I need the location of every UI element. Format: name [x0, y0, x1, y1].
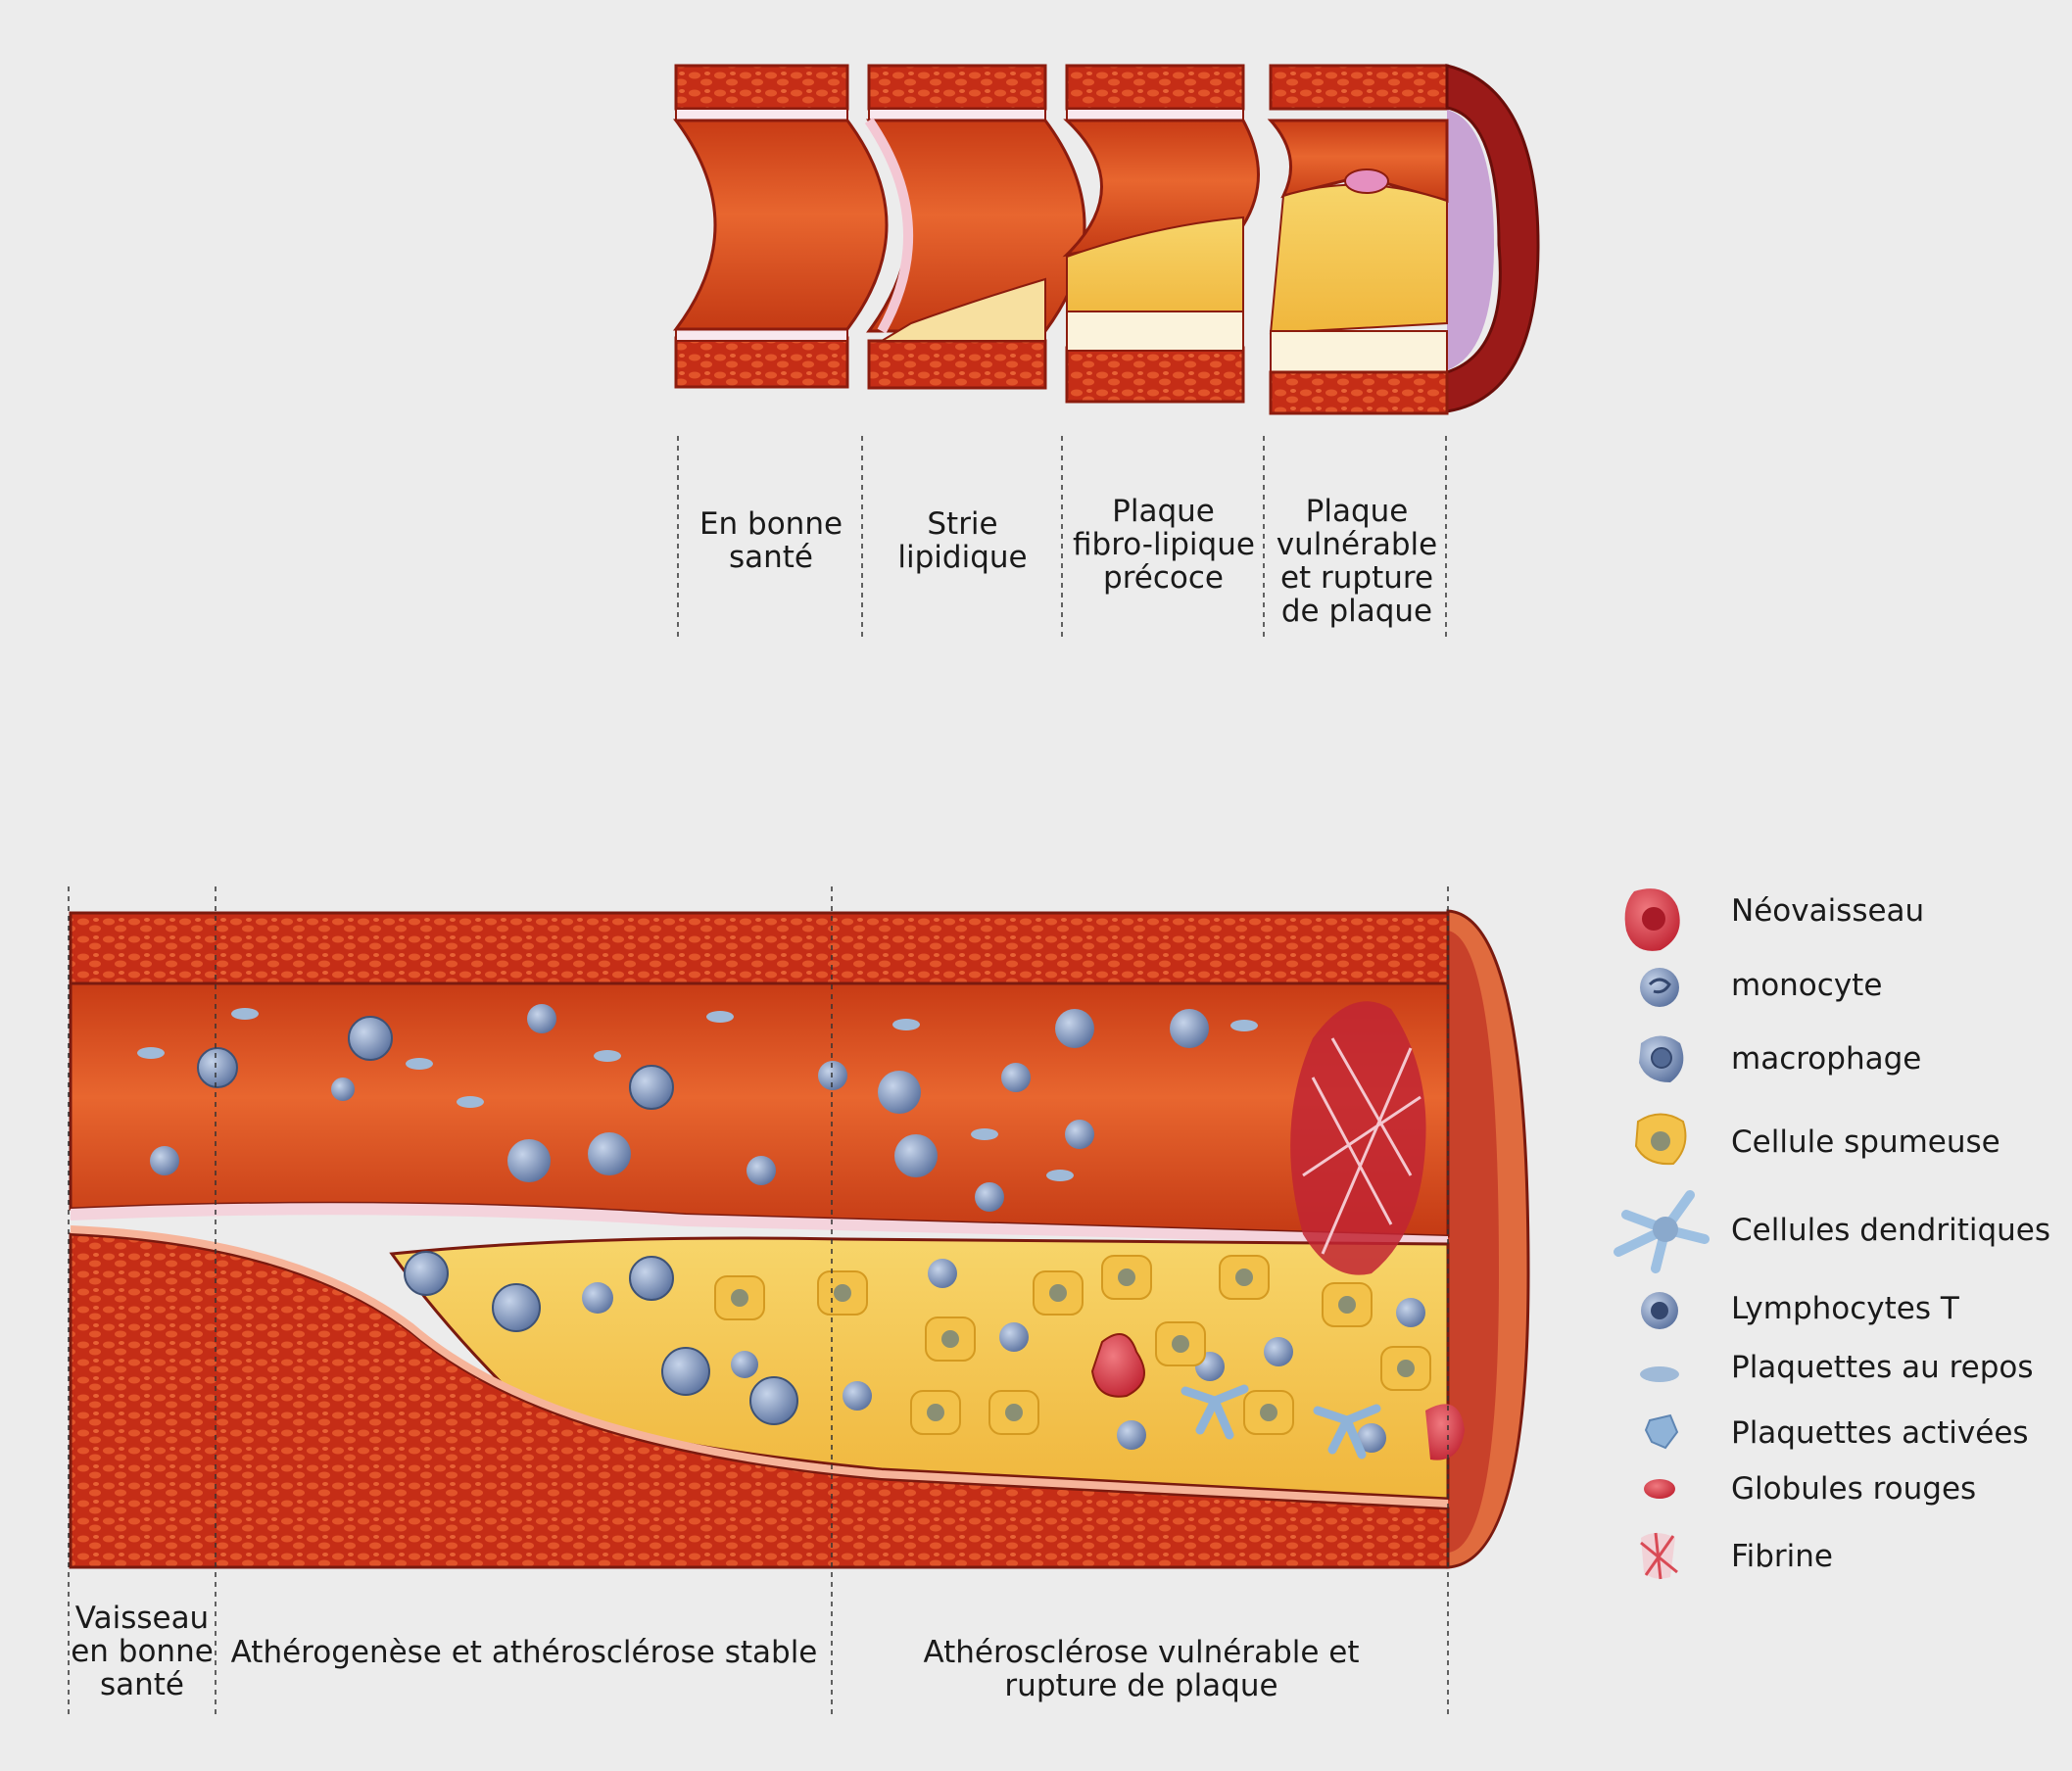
top-artery-illustration: [672, 64, 1540, 415]
segment-fibro-lipid-plaque: [1062, 64, 1260, 404]
legend-label-monocyte: monocyte: [1731, 968, 1883, 1003]
bottom-stage-separators: [68, 886, 1449, 1714]
thrombus: [1290, 1001, 1426, 1275]
top-stage-label-vulnerable: Plaque vulnérable et rupture de plaque: [1276, 494, 1438, 629]
red-blood-cell-icon: [1644, 1479, 1675, 1499]
activated-platelet-icon: [1644, 1413, 1679, 1450]
foam-cell-icon: [1634, 1113, 1687, 1166]
legend-label-fibrin: Fibrine: [1731, 1539, 1833, 1574]
bottom-artery-illustration: [69, 909, 1530, 1569]
monocyte-icon: [1640, 968, 1679, 1007]
legend-label-resting-platelets: Plaquettes au repos: [1731, 1350, 2034, 1385]
legend-label-macrophage: macrophage: [1731, 1041, 1922, 1077]
legend-label-dendritic-cells: Cellules dendritiques: [1731, 1213, 2051, 1248]
bottom-stage-label-stable: Athérogenèse et athérosclérose stable: [230, 1635, 818, 1670]
legend-label-t-lymphocytes: Lymphocytes T: [1731, 1291, 1959, 1326]
top-stage-separators: [677, 436, 1447, 637]
segment-healthy: [672, 64, 889, 389]
lumen-cells: [137, 1004, 1258, 1212]
plaque-cells: [404, 1251, 1465, 1460]
bottom-stage-label-healthy-vessel: Vaisseau en bonne santé: [71, 1601, 214, 1702]
top-stage-label-fibro-lipid: Plaque fibro-lipique précoce: [1073, 494, 1255, 596]
top-stage-label-lipid-streak: Strie lipidique: [897, 506, 1028, 575]
legend-label-neovessel: Néovaisseau: [1731, 893, 1925, 929]
resting-platelet-icon: [1640, 1366, 1679, 1382]
legend-icons: [1614, 888, 1710, 1580]
t-lymphocyte-icon: [1641, 1292, 1678, 1329]
neovessel-icon: [1624, 888, 1680, 951]
legend-label-activated-platelets: Plaquettes activées: [1731, 1415, 2029, 1451]
segment-lipid-streak: [864, 64, 1086, 390]
legend-label-foam-cell: Cellule spumeuse: [1731, 1125, 2000, 1160]
legend-label-red-blood-cells: Globules rouges: [1731, 1471, 1977, 1507]
macrophage-icon: [1639, 1035, 1684, 1082]
dendritic-cell-icon: [1614, 1190, 1710, 1273]
fibrin-icon: [1640, 1532, 1678, 1580]
segment-vulnerable-plaque: [1267, 64, 1540, 415]
top-stage-label-healthy: En bonne santé: [699, 506, 843, 575]
bottom-stage-label-vulnerable: Athérosclérose vulnérable et rupture de …: [923, 1635, 1360, 1703]
